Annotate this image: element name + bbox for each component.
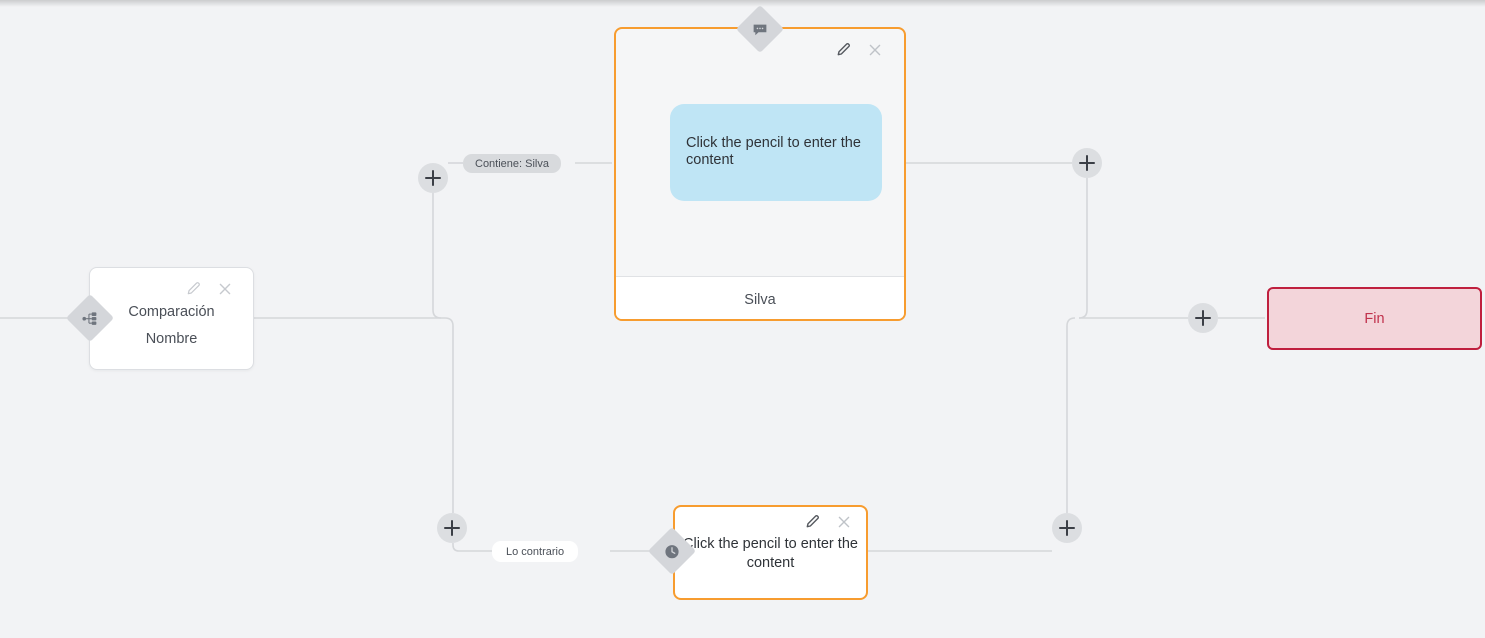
edge-message-merge-down <box>1078 178 1088 319</box>
wait-node-actions <box>804 514 852 530</box>
edge-true-branch-vertical <box>432 178 442 319</box>
branch-hierarchy-diamond[interactable] <box>65 293 115 343</box>
comparison-node-actions <box>185 281 233 297</box>
close-icon[interactable] <box>867 42 883 58</box>
message-node-footer-label: Silva <box>744 291 776 308</box>
edge-label-lo-contrario[interactable]: Lo contrario <box>492 541 579 562</box>
comparison-node[interactable]: Comparación Nombre <box>89 267 254 370</box>
clock-icon <box>664 543 681 560</box>
wait-node[interactable]: Click the pencil to enter the content <box>673 505 868 600</box>
edge-label-contiene-text: Contiene: Silva <box>475 157 549 170</box>
branch-hierarchy-icon <box>82 310 99 327</box>
speech-bubble-icon <box>752 21 769 38</box>
end-node[interactable]: Fin <box>1267 287 1482 350</box>
add-node-button-branch-true[interactable] <box>418 163 448 193</box>
message-bubble-text: Click the pencil to enter the content <box>686 134 861 168</box>
end-node-label: Fin <box>1364 310 1385 327</box>
message-type-diamond[interactable] <box>735 4 785 54</box>
close-icon[interactable] <box>217 281 233 297</box>
add-node-button-after-wait[interactable] <box>1052 513 1082 543</box>
pencil-icon[interactable] <box>185 281 201 297</box>
message-node-actions <box>835 42 883 58</box>
edge-label-lo-contrario-text: Lo contrario <box>506 545 565 558</box>
pencil-icon[interactable] <box>835 42 851 58</box>
comparison-node-title: Comparación <box>128 304 215 320</box>
close-icon[interactable] <box>836 514 852 530</box>
comparison-node-subtitle: Nombre <box>145 330 198 347</box>
add-node-button-before-end[interactable] <box>1188 303 1218 333</box>
message-node-body: Click the pencil to enter the content <box>616 29 904 276</box>
edge-plus-down-to-label <box>452 543 492 552</box>
message-node-footer: Silva <box>616 276 904 319</box>
wait-node-text: Click the pencil to enter the content <box>683 536 858 572</box>
pencil-icon[interactable] <box>804 514 820 530</box>
edge-false-branch-down <box>444 317 454 513</box>
edge-wait-merge-up <box>1066 317 1076 513</box>
wait-type-diamond[interactable] <box>647 526 697 576</box>
edge-label-contiene[interactable]: Contiene: Silva <box>463 154 561 173</box>
comparison-node-body: Comparación Nombre <box>90 268 253 369</box>
message-node[interactable]: Click the pencil to enter the content Si… <box>614 27 906 321</box>
add-node-button-branch-false[interactable] <box>437 513 467 543</box>
message-bubble[interactable]: Click the pencil to enter the content <box>670 104 882 201</box>
add-node-button-after-message[interactable] <box>1072 148 1102 178</box>
